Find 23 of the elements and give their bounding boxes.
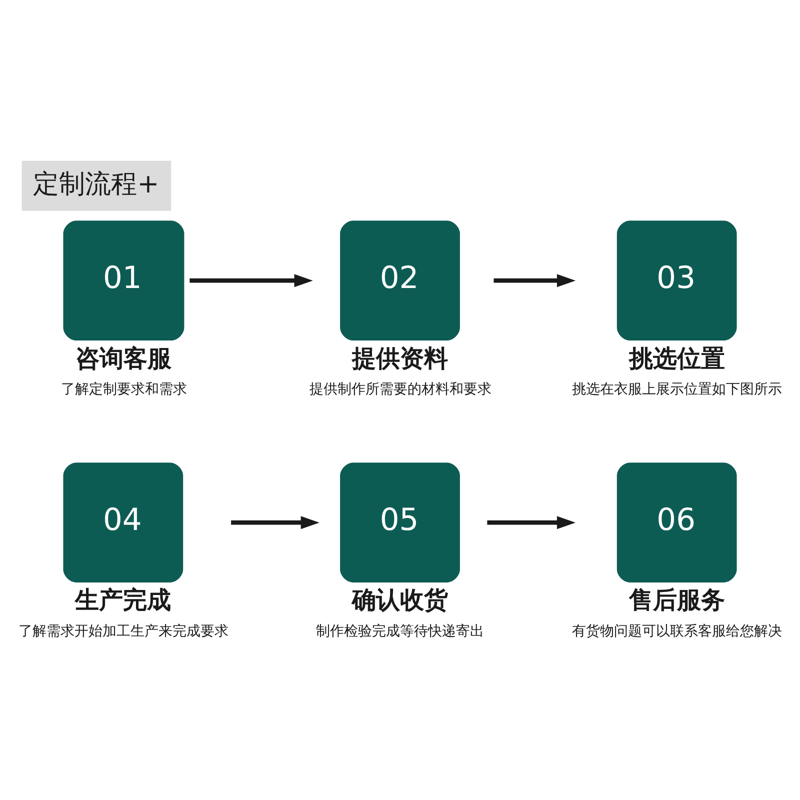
node-label: 了解需求开始加工生产来完成要求 bbox=[18, 622, 229, 639]
node-box: 03 bbox=[616, 220, 737, 340]
node-label: 挑选位置 bbox=[628, 344, 725, 372]
node-label: 挑选在衣服上展示位置如下图所示 bbox=[572, 380, 782, 397]
node-label: 确认收货 bbox=[352, 586, 448, 614]
node-label: 有货物问题可以联系客服给您解决 bbox=[572, 622, 782, 639]
node-box: 02 bbox=[340, 220, 460, 340]
node-box: 05 bbox=[340, 462, 460, 582]
arrow bbox=[487, 516, 576, 529]
node-label: 咨询客服 bbox=[76, 344, 172, 372]
node-label: 提供制作所需要的材料和要求 bbox=[310, 380, 492, 397]
node-box: 04 bbox=[63, 462, 184, 582]
node-box: 01 bbox=[63, 220, 184, 340]
node-label: 售后服务 bbox=[628, 586, 725, 614]
arrow bbox=[231, 516, 320, 529]
arrow bbox=[190, 274, 313, 287]
diagram-title: 定制流程+ bbox=[33, 169, 160, 200]
node-box: 06 bbox=[616, 462, 737, 582]
node-label: 生产完成 bbox=[75, 586, 172, 614]
node-label: 提供资料 bbox=[352, 344, 448, 372]
node-label: 制作检验完成等待快递寄出 bbox=[316, 622, 484, 639]
node-label: 了解定制要求和需求 bbox=[61, 380, 188, 397]
arrow bbox=[494, 274, 576, 287]
